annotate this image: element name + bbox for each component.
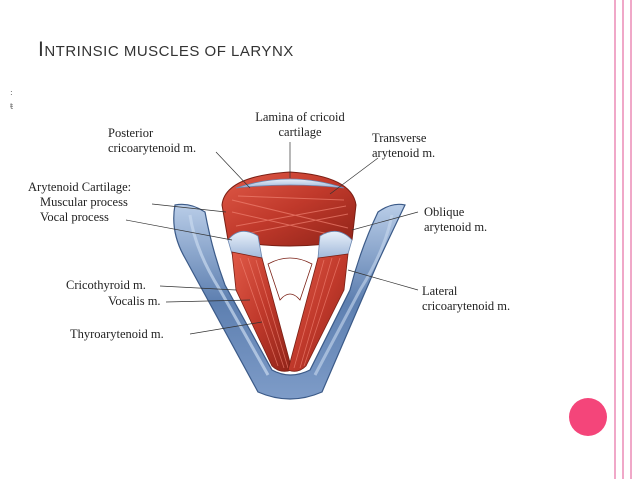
muscle-fibers <box>293 257 341 369</box>
label-thyroarytenoid: Thyroarytenoid m. <box>70 327 164 341</box>
label-transverse: Transverse arytenoid m. <box>372 131 435 161</box>
label-lateral: Lateral cricoarytenoid m. <box>422 284 510 314</box>
rima-glottidis <box>267 257 313 301</box>
label-posterior: Posterior cricoarytenoid m. <box>108 126 196 156</box>
muscle-fibers <box>231 195 349 239</box>
accent-dot <box>569 398 607 436</box>
label-oblique: Oblique arytenoid m. <box>424 205 487 235</box>
label-vocalis: Vocalis m. <box>108 294 161 308</box>
thyroid-cartilage-highlight <box>313 214 394 376</box>
title-first-letter: I <box>38 38 45 61</box>
thyroid-cartilage-highlight <box>188 214 270 376</box>
label-line: arytenoid m. <box>372 146 436 160</box>
label-line: Posterior <box>108 126 154 140</box>
label-line: cricoarytenoid m. <box>422 299 511 313</box>
page-title: INTRINSIC MUSCLES OF LARYNX <box>38 38 294 62</box>
label-line: Transverse <box>372 131 427 145</box>
leader-lines <box>125 142 419 335</box>
label-arytenoid: Arytenoid Cartilage: Muscular process Vo… <box>28 180 131 225</box>
label-lamina: Lamina of cricoid cartilage <box>244 110 356 140</box>
label-line: Arytenoid Cartilage: <box>28 180 132 194</box>
label-cricothyroid: Cricothyroid m. <box>66 278 146 292</box>
label-line: Lamina of cricoid <box>255 110 345 124</box>
stripe <box>630 0 632 479</box>
stripe <box>622 0 624 479</box>
muscle-fibers <box>239 257 289 369</box>
thyroid-cartilage <box>173 203 406 400</box>
cricoid-lamina <box>221 171 357 247</box>
stripe <box>614 0 616 479</box>
label-line: Lateral <box>422 284 458 298</box>
right-stripe-panel <box>612 0 638 479</box>
label-line: cartilage <box>278 125 322 139</box>
edge-mark: : <box>10 88 13 97</box>
title-rest: NTRINSIC MUSCLES OF LARYNX <box>44 43 294 60</box>
edge-mark: ŧ <box>10 102 14 111</box>
label-line: Muscular process <box>40 195 128 209</box>
label-line: cricoarytenoid m. <box>108 141 197 155</box>
vocal-muscles-right <box>287 253 349 372</box>
label-line: Oblique <box>424 205 465 219</box>
label-line: Vocal process <box>40 210 109 224</box>
label-line: arytenoid m. <box>424 220 488 234</box>
cricoid-lamina-top <box>235 178 345 189</box>
